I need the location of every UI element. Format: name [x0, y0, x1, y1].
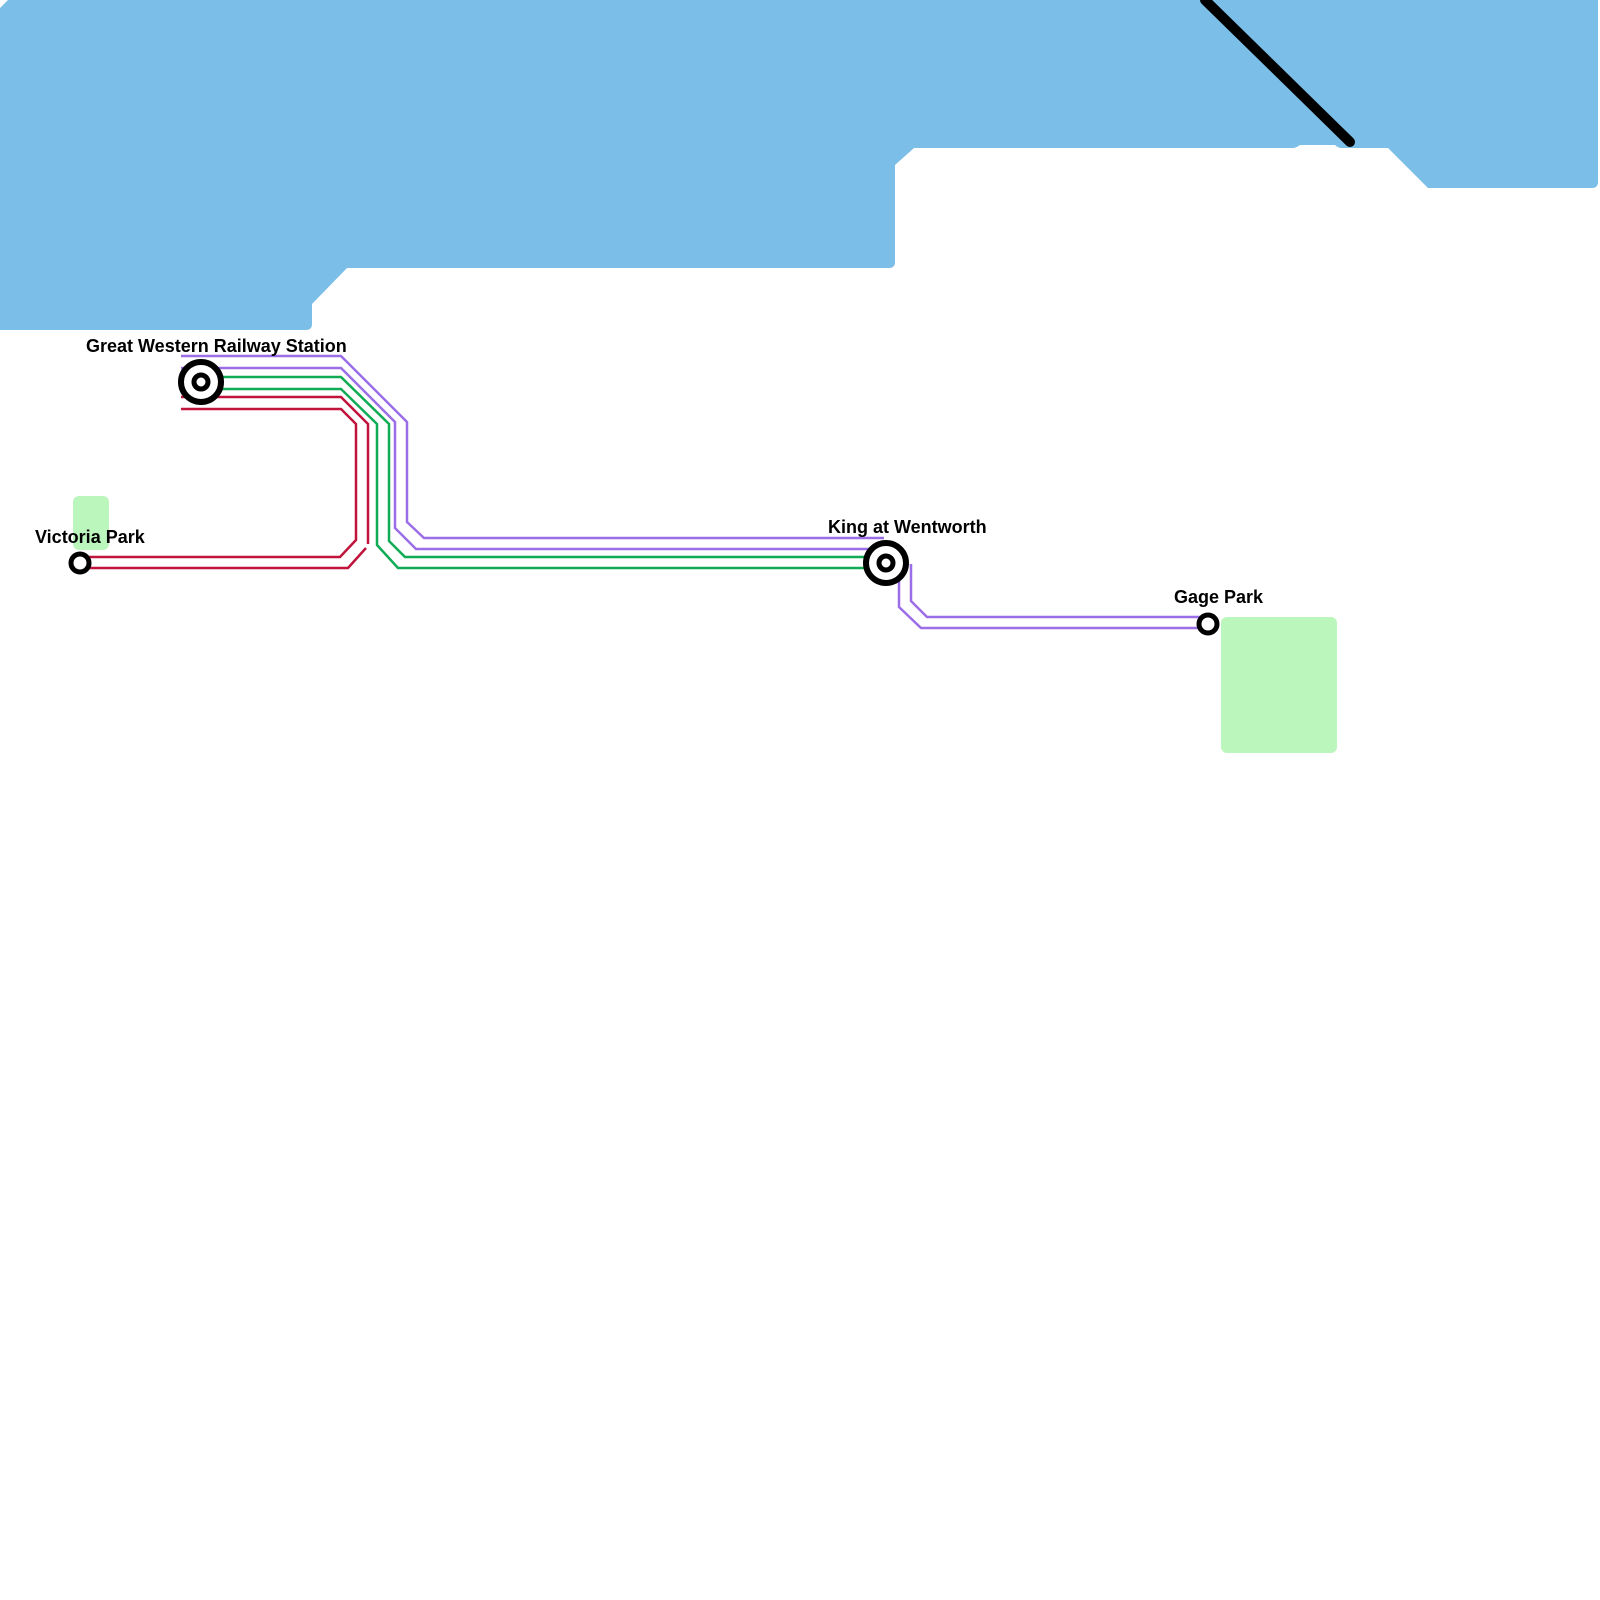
station-label-gwr: Great Western Railway Station: [86, 336, 347, 356]
route-green-rail-a: [204, 375, 880, 559]
water-body: [0, 0, 1598, 330]
route-red-rail-c: [80, 547, 367, 570]
station-victoria[interactable]: Victoria Park: [35, 527, 146, 575]
station-label-gage: Gage Park: [1174, 587, 1264, 607]
station-gage[interactable]: Gage Park: [1174, 587, 1264, 636]
station-gwr[interactable]: Great Western Railway Station: [86, 336, 347, 405]
route-purple[interactable]: [181, 354, 1208, 630]
route-green[interactable]: [204, 375, 880, 570]
route-purple-rail-b: [181, 366, 884, 551]
station-label-victoria: Victoria Park: [35, 527, 146, 547]
victoria-park-area: [73, 496, 109, 550]
route-green-rail-b: [204, 387, 880, 570]
route-red-rail-b: [80, 407, 358, 559]
gage-park-area: [1221, 617, 1337, 753]
route-purple-rail-a: [181, 354, 884, 540]
route-purple-rail-c: [909, 564, 1208, 619]
route-purple-rail-d: [897, 564, 1208, 630]
route-red-rail-a: [181, 395, 370, 544]
station-king[interactable]: King at Wentworth: [828, 517, 987, 586]
route-red[interactable]: [80, 395, 370, 570]
station-label-king: King at Wentworth: [828, 517, 987, 537]
black-boundary-line: [1200, 0, 1355, 147]
